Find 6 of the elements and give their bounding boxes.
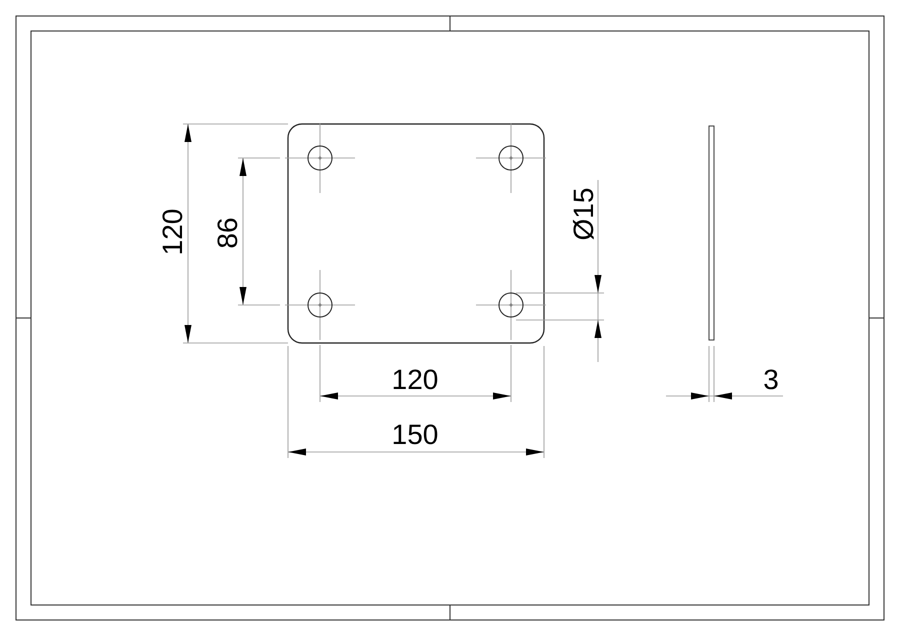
- dimension-text: 3: [763, 366, 779, 394]
- dimension-text: Ø15: [570, 188, 598, 240]
- dimension-text: 120: [159, 208, 187, 256]
- dimension-text: 150: [392, 421, 438, 449]
- dimension-text: 120: [392, 366, 438, 394]
- dimension-text: 86: [214, 217, 242, 249]
